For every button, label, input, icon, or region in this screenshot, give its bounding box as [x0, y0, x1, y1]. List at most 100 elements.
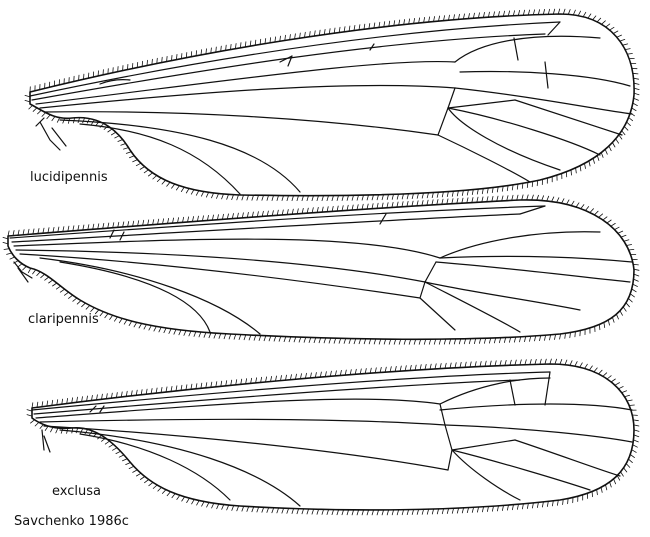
fringe-hair — [347, 195, 348, 200]
fringe-hair — [390, 367, 391, 372]
fringe-hair — [207, 215, 208, 220]
fringe-hair — [489, 338, 490, 343]
fringe-hair — [212, 193, 214, 198]
fringe-hair — [289, 337, 291, 342]
fringe-hair — [242, 195, 244, 200]
fringe-hair — [565, 333, 566, 338]
fringe-hair — [314, 338, 316, 343]
fringe-hair — [447, 199, 448, 204]
fringe-hair — [347, 510, 349, 515]
fringe-hair — [374, 339, 376, 344]
fringe-hair — [352, 205, 353, 210]
fringe-hair — [143, 220, 144, 225]
fringe-hair — [545, 359, 546, 364]
fringe-hair — [380, 367, 381, 372]
fringe-hair — [274, 336, 276, 341]
fringe-hair — [545, 335, 546, 340]
fringe-hair — [119, 455, 124, 457]
fringe-hair — [610, 482, 612, 487]
fringe-hair — [372, 510, 374, 515]
fringe-hair — [153, 220, 154, 225]
fringe-hair — [480, 362, 481, 367]
fringe-hair — [207, 502, 209, 507]
fringe-hair — [78, 225, 79, 230]
fringe-hair — [108, 223, 109, 228]
fringe-hair — [364, 24, 365, 29]
fringe-hair — [487, 188, 488, 193]
fringe-hair — [517, 195, 518, 200]
fringe-hair — [494, 338, 495, 343]
fringe-hair — [29, 105, 33, 109]
fringe-hair — [82, 397, 83, 402]
fringe-hair — [617, 35, 622, 37]
fringe-hair — [387, 203, 388, 208]
fringe-hair — [335, 371, 336, 376]
fringe-hair — [603, 373, 607, 377]
fringe-hair — [409, 339, 411, 344]
fringe-hair — [176, 386, 177, 391]
fringe-hair — [292, 209, 293, 214]
fringe-hair — [133, 221, 134, 226]
fringe-hair — [432, 193, 433, 198]
fringe-hair — [176, 54, 177, 59]
fringe-hair — [633, 73, 638, 74]
fringe-hair — [64, 292, 68, 295]
fringe-hair — [111, 132, 116, 135]
fringe-hair — [142, 61, 143, 66]
fringe-hair — [555, 359, 557, 364]
fringe-hair — [206, 192, 208, 197]
fringe-hair — [439, 339, 440, 344]
fringe-hair — [535, 336, 536, 341]
fringe-hair — [115, 136, 120, 138]
fringe-hair — [255, 40, 256, 45]
fringe-hair — [537, 181, 538, 186]
fringe-hair — [239, 335, 241, 340]
fringe-hair — [28, 268, 31, 273]
fringe-hair — [482, 507, 483, 512]
fringe-hair — [535, 359, 536, 364]
fringe-hair — [462, 198, 463, 203]
fringe-hair — [634, 88, 639, 89]
fringe-hair — [457, 198, 458, 203]
wing-lucidipennis — [25, 9, 639, 201]
fringe-hair — [575, 332, 576, 337]
fringe-hair — [515, 360, 516, 365]
fringe-hair — [201, 50, 202, 55]
fringe-hair — [181, 54, 182, 59]
fringe-hair — [137, 62, 138, 67]
fringe-hair — [359, 25, 360, 30]
fringe-hair — [628, 459, 632, 463]
fringe-hair — [192, 217, 193, 222]
fringe-hair — [560, 334, 561, 339]
fringe-hair — [599, 214, 603, 217]
fringe-hair — [377, 195, 378, 200]
fringe-hair — [542, 196, 544, 201]
fringe-hair — [43, 228, 44, 233]
fringe-hair — [517, 504, 518, 509]
fringe-hair — [156, 388, 157, 393]
fringe-hair — [525, 360, 526, 365]
fringe-hair — [204, 333, 206, 338]
fringe-hair — [121, 144, 126, 146]
wing-veins — [30, 22, 632, 194]
fringe-hair — [247, 212, 248, 217]
fringe-hair — [216, 47, 217, 52]
fringe-hair — [60, 289, 64, 292]
fringe-hair — [237, 213, 238, 218]
fringe-hair — [437, 509, 438, 514]
fringe-hair — [232, 214, 233, 219]
fringe-hair — [177, 495, 180, 499]
fringe-hair — [126, 152, 131, 154]
fringe-hair — [33, 108, 37, 112]
fringe-hair — [563, 9, 565, 14]
wing-veins — [10, 206, 632, 334]
fringe-hair — [407, 510, 408, 515]
fringe-hair — [105, 441, 109, 444]
fringe-hair — [449, 15, 450, 20]
fringe-hair — [498, 12, 499, 17]
fringe-hair — [141, 390, 142, 395]
fringe-hair — [590, 209, 594, 213]
fringe-hair — [280, 36, 281, 41]
fringe-hair — [372, 204, 373, 209]
fringe-hair — [186, 189, 189, 194]
